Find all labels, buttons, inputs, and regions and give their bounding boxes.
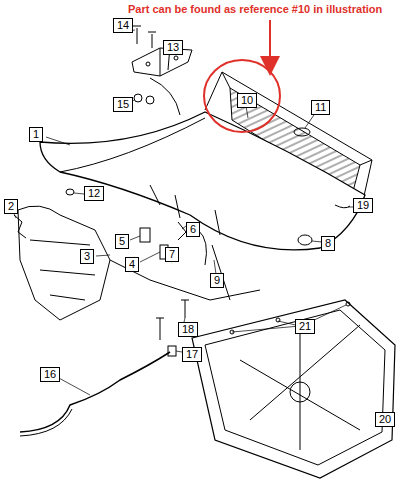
callout-number: 13 [163, 40, 183, 55]
callout-number: 14 [113, 18, 133, 33]
callout-number: 12 [84, 186, 104, 201]
callout-number: 4 [125, 257, 139, 272]
callout-number: 10 [237, 93, 257, 108]
callout-number: 7 [165, 247, 179, 262]
callout-number: 19 [353, 198, 373, 213]
callout-number: 18 [178, 322, 198, 337]
note-text: Part can be found as reference #10 in il… [128, 3, 382, 16]
callout-number: 8 [321, 236, 335, 251]
callout-number: 21 [295, 319, 315, 334]
callout-number: 17 [182, 347, 202, 362]
callout-number: 20 [375, 412, 395, 427]
callout-number: 5 [115, 234, 129, 249]
callout-number: 9 [210, 273, 224, 288]
callout-number: 15 [113, 97, 133, 112]
callout-number: 16 [40, 367, 60, 382]
callout-number: 6 [186, 222, 200, 237]
callout-number: 11 [311, 100, 330, 115]
callout-number: 3 [80, 249, 94, 264]
callout-number: 1 [29, 127, 43, 142]
callout-number: 2 [4, 199, 18, 214]
